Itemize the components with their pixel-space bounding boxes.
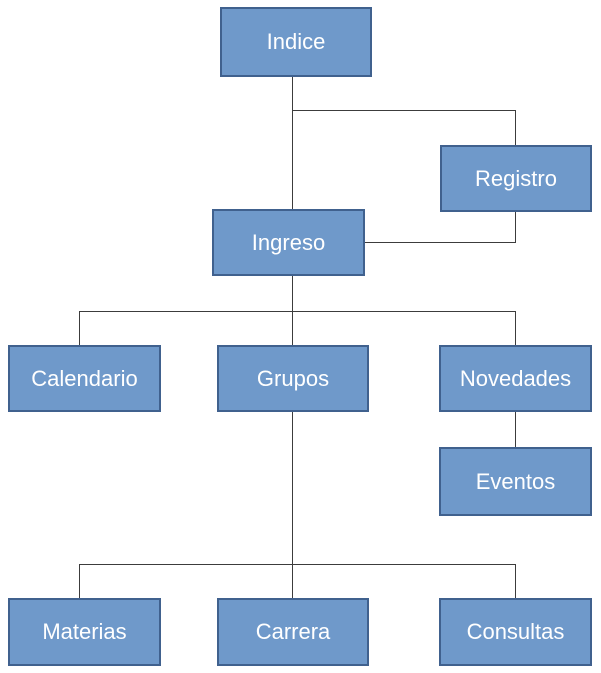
connector-indice-ingreso bbox=[292, 77, 293, 209]
connector-novedades-eventos bbox=[515, 412, 516, 447]
node-grupos: Grupos bbox=[217, 345, 369, 412]
node-ingreso: Ingreso bbox=[212, 209, 365, 276]
node-consultas: Consultas bbox=[439, 598, 592, 666]
connector-indice-registro-h bbox=[292, 110, 516, 111]
connector-middle-row-bus bbox=[79, 311, 516, 312]
connector-ingreso-novedades bbox=[515, 311, 516, 345]
connector-registro-ingreso-v bbox=[515, 212, 516, 243]
connector-grupos-consultas bbox=[515, 564, 516, 598]
connector-ingreso-grupos bbox=[292, 276, 293, 345]
connector-registro-ingreso-h bbox=[365, 242, 516, 243]
connector-ingreso-calendario bbox=[79, 311, 80, 345]
node-materias: Materias bbox=[8, 598, 161, 666]
node-carrera: Carrera bbox=[217, 598, 369, 666]
connector-grupos-carrera bbox=[292, 412, 293, 598]
node-indice: Indice bbox=[220, 7, 372, 77]
connector-grupos-materias bbox=[79, 564, 80, 598]
node-novedades: Novedades bbox=[439, 345, 592, 412]
node-eventos: Eventos bbox=[439, 447, 592, 516]
connector-bottom-row-bus bbox=[79, 564, 516, 565]
node-registro: Registro bbox=[440, 145, 592, 212]
node-calendario: Calendario bbox=[8, 345, 161, 412]
connector-indice-registro-v bbox=[515, 110, 516, 145]
